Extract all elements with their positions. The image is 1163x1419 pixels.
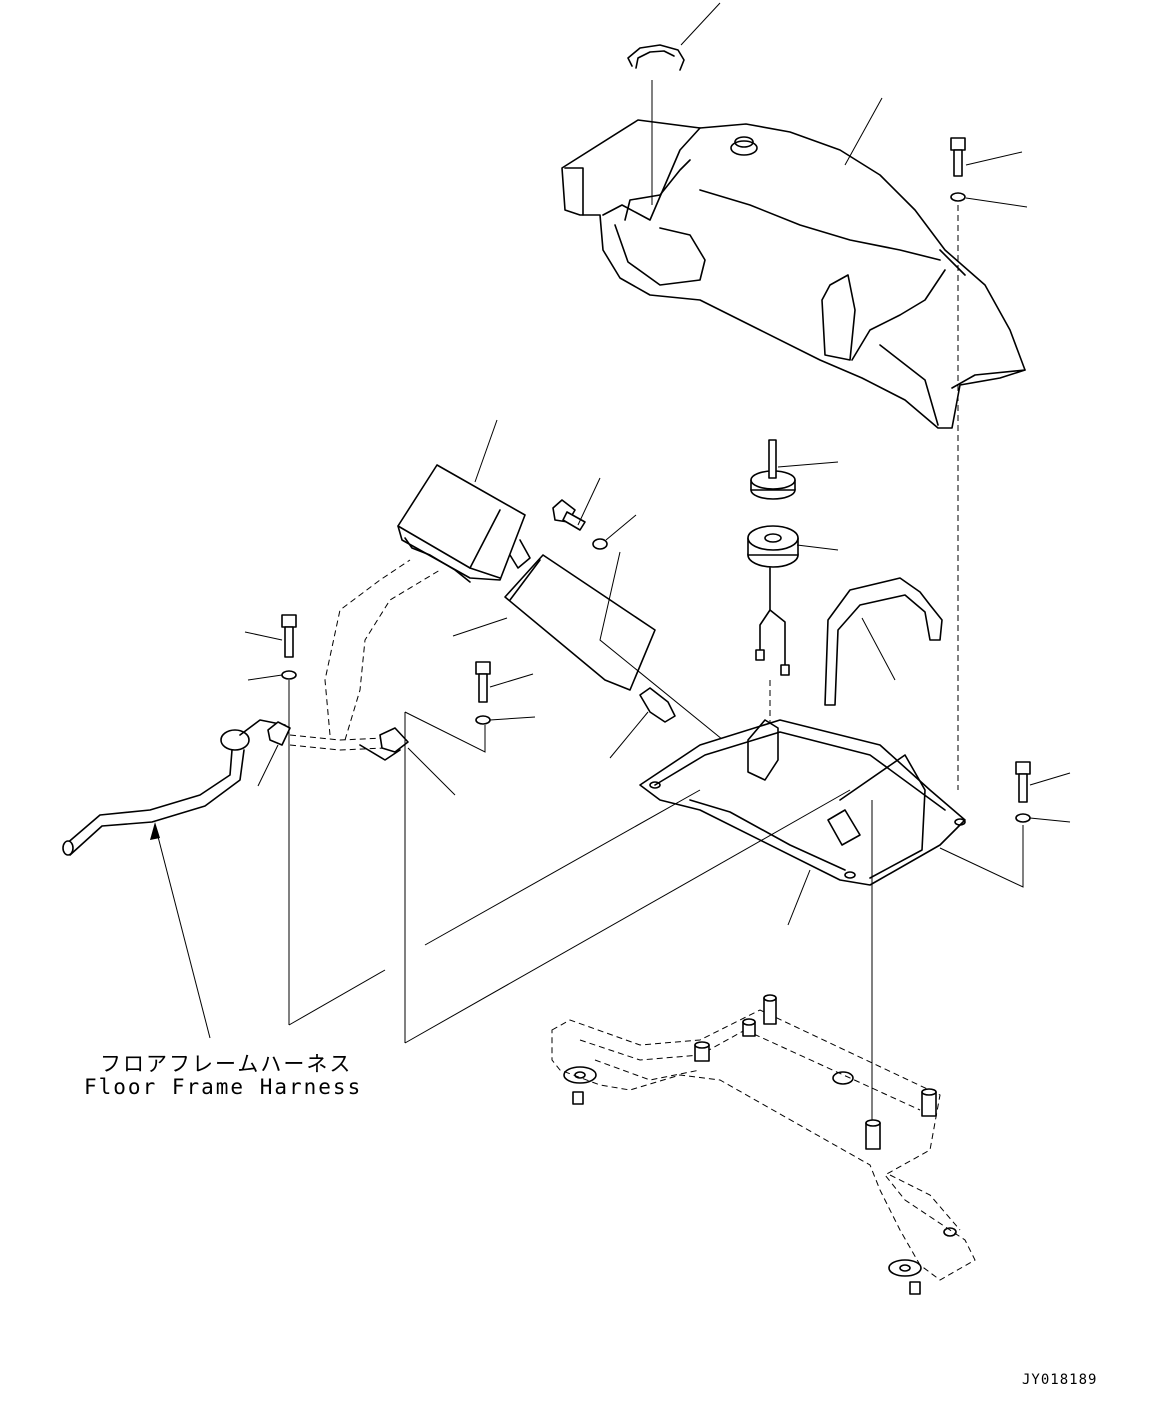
strap-part (824, 577, 943, 706)
rubber-cushion-part (747, 525, 799, 568)
bolt-right (1015, 761, 1031, 823)
harness-label-japanese: フロアフレームハーネス (100, 1052, 353, 1076)
bolt-small-center (552, 499, 608, 550)
rubber-mount-part (750, 439, 796, 500)
controller-unit-part (397, 464, 531, 583)
base-tray-part (639, 719, 966, 886)
bolt-top-right (950, 137, 966, 202)
bracket-plate-part (504, 554, 656, 691)
drawing-number: JY018189 (1022, 1372, 1098, 1388)
bolt-center (475, 661, 491, 725)
wire-plug-part (755, 567, 790, 676)
frame-bosses (572, 994, 937, 1295)
harness-label-english: Floor Frame Harness (84, 1075, 363, 1099)
rear-cover-part (561, 119, 1026, 429)
floor-frame-part (551, 994, 976, 1295)
harness-pointer (154, 824, 211, 1039)
snap-ring-part (627, 44, 685, 71)
bolt-left (281, 614, 297, 680)
screw-part (639, 687, 676, 723)
harness-cable-part (62, 559, 441, 856)
